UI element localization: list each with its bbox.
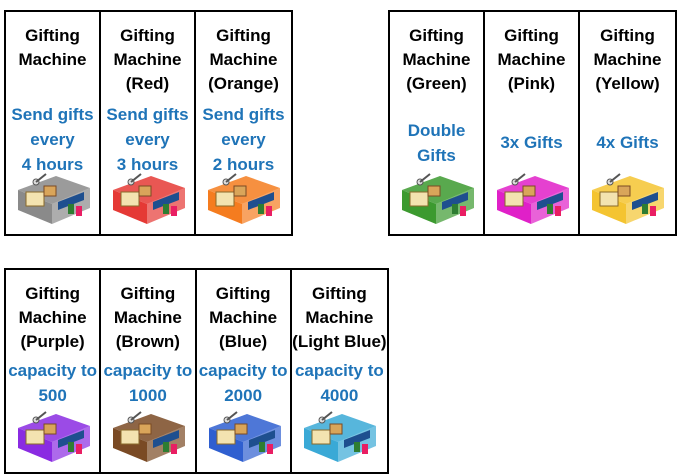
machine-name: Gifting Machine (Brown)	[113, 284, 182, 351]
machine-group-multiplier: Gifting Machine (Green) Double Gifts Gift…	[388, 10, 677, 236]
machine-card: Gifting Machine (Blue) capacity to 2000	[197, 270, 292, 472]
machine-name: Gifting Machine (Pink)	[497, 26, 566, 93]
gifting-machine-icon	[18, 173, 90, 224]
machine-description: Double Gifts	[407, 121, 466, 165]
machine-name: Gifting Machine (Light Blue)	[292, 284, 387, 351]
gifting-machine-icon	[592, 173, 664, 224]
machine-name: Gifting Machine	[18, 26, 87, 69]
machine-name: Gifting Machine (Orange)	[208, 26, 279, 93]
machine-card: Gifting Machine (Orange) Send gifts every…	[196, 12, 291, 234]
machine-description: Send gifts every 3 hours	[106, 105, 189, 174]
machine-name: Gifting Machine (Blue)	[209, 284, 278, 351]
machine-description: 4x Gifts	[596, 133, 659, 152]
machine-name: Gifting Machine (Green)	[402, 26, 471, 93]
machine-card: Gifting Machine (Yellow) 4x Gifts	[580, 12, 675, 234]
machine-card: Gifting Machine (Purple) capacity to 500	[6, 270, 102, 472]
machine-description: capacity to 500	[8, 361, 98, 405]
gifting-machine-icon	[208, 173, 280, 224]
machine-description: capacity to 2000	[198, 361, 288, 405]
machine-card: Gifting Machine (Green) Double Gifts	[390, 12, 485, 234]
machine-card: Gifting Machine (Red) Send gifts every 3 …	[101, 12, 196, 234]
machine-name: Gifting Machine (Red)	[113, 26, 182, 93]
machine-name: Gifting Machine (Yellow)	[593, 26, 662, 93]
gifting-machine-icon	[402, 173, 474, 224]
machine-description: 3x Gifts	[500, 133, 563, 152]
machine-card: Gifting Machine (Pink) 3x Gifts	[485, 12, 580, 234]
machine-card: Gifting Machine (Light Blue) capacity to …	[292, 270, 387, 472]
gifting-machine-icon	[497, 173, 569, 224]
machine-description: Send gifts every 2 hours	[202, 105, 285, 174]
machine-description: Send gifts every 4 hours	[11, 105, 94, 174]
gifting-machine-icon	[113, 411, 186, 462]
machine-group-capacity: Gifting Machine (Purple)capacity to 500 …	[4, 268, 389, 474]
machine-card: Gifting Machine (Brown) capacity to 1000	[101, 270, 197, 472]
machine-description: capacity to 1000	[103, 361, 193, 405]
gifting-machine-icon	[113, 173, 185, 224]
machine-name: Gifting Machine (Purple)	[18, 284, 87, 351]
gifting-machine-icon	[208, 411, 281, 462]
machine-description: capacity to 4000	[294, 361, 384, 405]
gifting-machine-icon	[18, 411, 90, 462]
gifting-machine-icon	[303, 411, 376, 462]
